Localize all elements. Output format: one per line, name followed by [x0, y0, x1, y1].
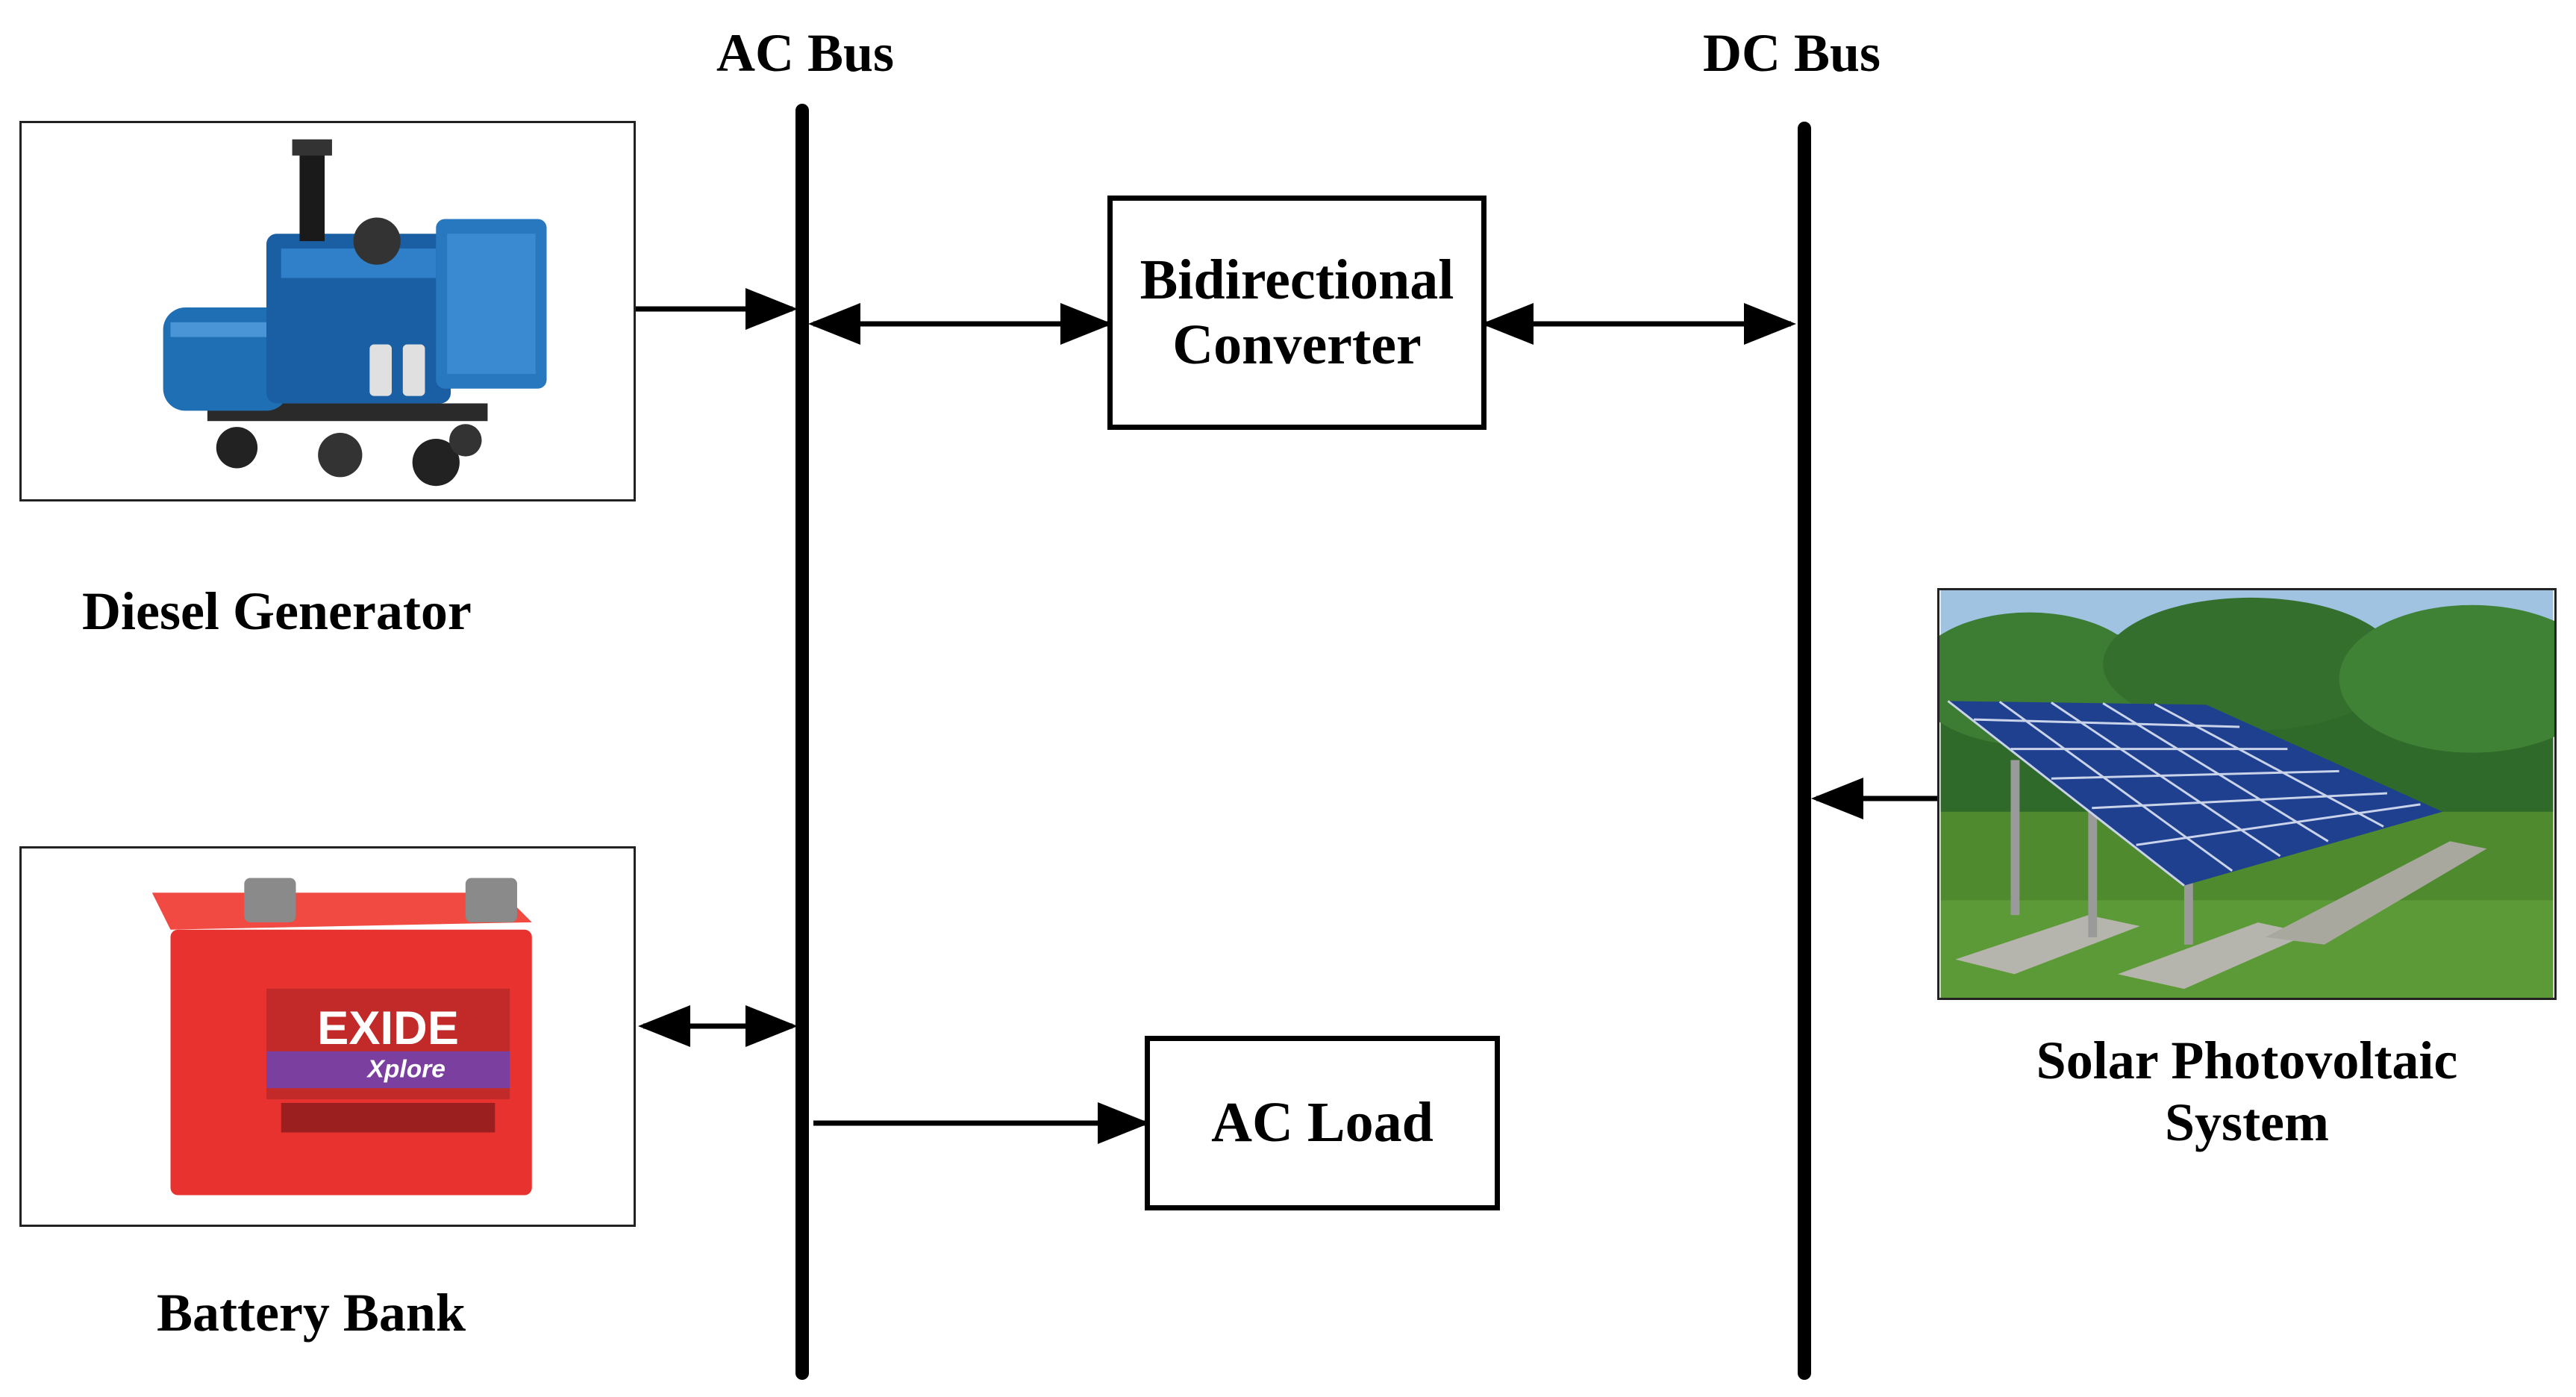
solar-pv-label-line1: Solar Photovoltaic: [2036, 1031, 2458, 1090]
dc-bus-label: DC Bus: [1703, 23, 1881, 83]
battery-logo-text: EXIDE: [317, 1002, 459, 1054]
ac-load-box: AC Load: [1145, 1036, 1500, 1210]
battery-sub-text: Xplore: [366, 1055, 445, 1083]
solar-panel-icon: [1939, 590, 2554, 998]
solar-pv-label-line2: System: [2165, 1092, 2329, 1152]
converter-label-line2: Converter: [1172, 313, 1422, 376]
solar-pv-label: Solar Photovoltaic System: [1937, 1030, 2557, 1154]
diesel-generator-image: [19, 121, 636, 501]
ac-load-label: AC Load: [1211, 1091, 1434, 1154]
converter-label: Bidirectional Converter: [1140, 248, 1454, 378]
ac-bus-label: AC Bus: [716, 23, 895, 83]
diesel-generator-label: Diesel Generator: [82, 581, 472, 641]
battery-bank-image: EXIDE Xplore: [19, 846, 636, 1227]
converter-label-line1: Bidirectional: [1139, 248, 1454, 311]
generator-icon: [163, 139, 547, 487]
bidirectional-converter-box: Bidirectional Converter: [1107, 196, 1486, 430]
battery-bank-label: Battery Bank: [157, 1283, 466, 1343]
solar-pv-image: [1937, 588, 2557, 1000]
battery-icon: EXIDE Xplore: [151, 878, 532, 1196]
